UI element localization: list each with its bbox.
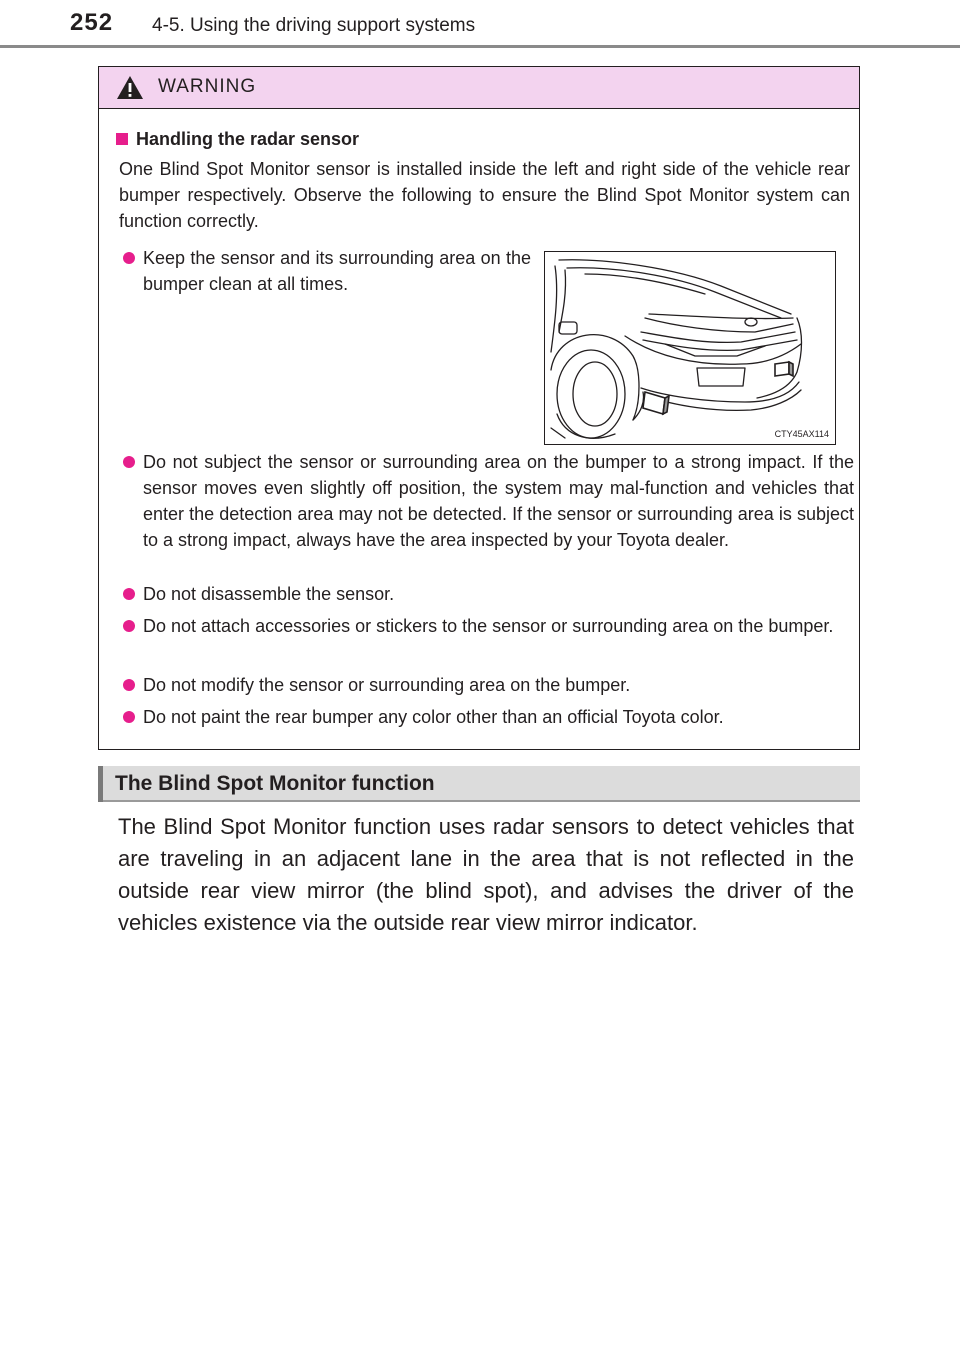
- section-heading-title: The Blind Spot Monitor function: [115, 772, 435, 795]
- bullet-dot-icon: [123, 620, 135, 632]
- warning-bullet: Do not subject the sensor or surrounding…: [123, 449, 854, 553]
- warning-subheading-text: Handling the radar sensor: [136, 129, 360, 149]
- warning-bullet: Do not paint the rear bumper any color o…: [123, 704, 854, 730]
- warning-bullet: Do not disassemble the sensor.: [123, 581, 854, 607]
- warning-title: WARNING: [158, 76, 257, 97]
- warning-triangle-icon: [117, 76, 143, 99]
- bullet-dot-icon: [123, 252, 135, 264]
- warning-bullet: Do not attach accessories or stickers to…: [123, 613, 854, 639]
- bullet-dot-icon: [123, 711, 135, 723]
- warning-intro: One Blind Spot Monitor sensor is install…: [119, 159, 850, 231]
- car-rear-quarter-drawing: [550, 259, 803, 439]
- section-body-text: The Blind Spot Monitor function uses rad…: [118, 814, 854, 935]
- heading-accent-bar: [98, 766, 103, 802]
- warning-bullet-text: Do not attach accessories or stickers to…: [143, 616, 834, 636]
- figure-code: CTY45AX114: [774, 429, 829, 439]
- warning-bullet-text: Do not paint the rear bumper any color o…: [143, 707, 724, 727]
- warning-bullet-text: Keep the sensor and its surrounding area…: [143, 248, 531, 294]
- square-bullet-icon: [116, 133, 128, 145]
- header-divider: [0, 45, 960, 48]
- section-header-title: 4-5. Using the driving support systems: [152, 15, 476, 36]
- warning-box: WARNING Handling the radar sensor One Bl…: [98, 66, 860, 750]
- warning-bullet: Do not modify the sensor or surrounding …: [123, 672, 854, 698]
- bullet-dot-icon: [123, 456, 135, 468]
- bullet-dot-icon: [123, 679, 135, 691]
- warning-bullet-text: Do not subject the sensor or surrounding…: [143, 452, 854, 550]
- warning-bullet: Keep the sensor and its surrounding area…: [123, 245, 531, 297]
- bullet-dot-icon: [123, 588, 135, 600]
- rear-bumper-sensor-illustration: CTY45AX114: [544, 251, 836, 445]
- warning-bullet-text: Do not modify the sensor or surrounding …: [143, 675, 631, 695]
- page-number: 252: [70, 9, 114, 36]
- warning-header: WARNING: [99, 67, 859, 109]
- section-heading-bar: The Blind Spot Monitor function: [98, 766, 860, 802]
- warning-bullet-text: Do not disassemble the sensor.: [143, 584, 395, 604]
- warning-subheading: Handling the radar sensor: [116, 129, 359, 150]
